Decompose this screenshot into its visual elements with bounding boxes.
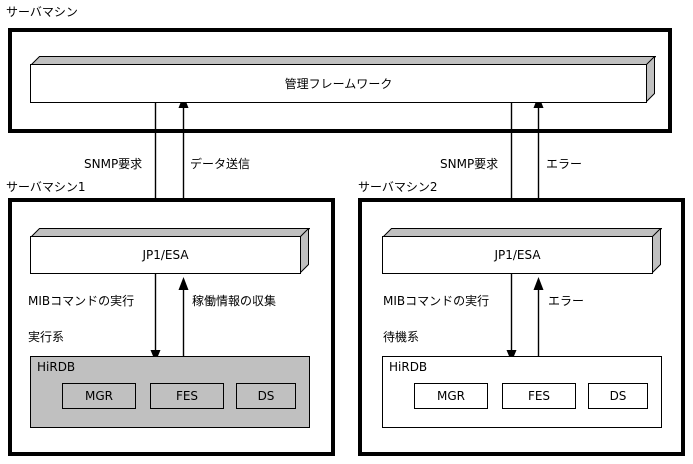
flow-label-snmp-request-left: SNMP要求 — [84, 157, 143, 171]
machine-1-caption: サーバマシン1 — [6, 180, 86, 194]
top-machine-caption: サーバマシン — [6, 5, 78, 19]
machine-2-hirdb-box: HiRDB MGR FES DS — [382, 356, 662, 428]
machine-1-hirdb-label: HiRDB — [37, 360, 76, 374]
machine-1-process-mgr: MGR — [62, 383, 136, 409]
machine-1-agent-label: JP1/ESA — [30, 236, 301, 274]
machine-2-process-fes: FES — [502, 383, 576, 409]
flow-label-data-send-left: データ送信 — [190, 157, 251, 171]
machine-2-caption: サーバマシン2 — [358, 180, 438, 194]
machine-1-flow-label-up: 稼働情報の収集 — [192, 294, 277, 308]
machine-2-process-mgr: MGR — [414, 383, 488, 409]
machine-1-system-label: 実行系 — [28, 330, 65, 344]
machine-2-flow-arrow-down — [505, 274, 518, 362]
machine-2-agent-box: JP1/ESA — [382, 228, 662, 274]
flow-label-error-right: エラー — [546, 157, 583, 171]
machine-2-hirdb-label: HiRDB — [389, 360, 428, 374]
machine-1-flow-arrow-up — [177, 277, 190, 362]
machine-1-hirdb-box: HiRDB MGR FES DS — [30, 356, 310, 428]
machine-2-flow-arrow-up — [532, 277, 545, 362]
management-framework-label: 管理フレームワーク — [30, 64, 647, 103]
machine-1-agent-box: JP1/ESA — [30, 228, 310, 274]
machine-2-agent-label: JP1/ESA — [382, 236, 653, 274]
machine-1-flow-arrow-down — [149, 274, 162, 362]
machine-2-flow-label-down: MIBコマンドの実行 — [383, 294, 490, 308]
machine-1-flow-label-down: MIBコマンドの実行 — [28, 294, 135, 308]
flow-label-snmp-request-right: SNMP要求 — [440, 157, 499, 171]
management-framework-box: 管理フレームワーク — [30, 56, 656, 103]
machine-1-process-fes: FES — [150, 383, 224, 409]
machine-2-process-ds: DS — [588, 383, 648, 409]
machine-2-system-label: 待機系 — [383, 330, 420, 344]
machine-2-flow-label-up: エラー — [548, 294, 585, 308]
machine-1-process-ds: DS — [236, 383, 296, 409]
